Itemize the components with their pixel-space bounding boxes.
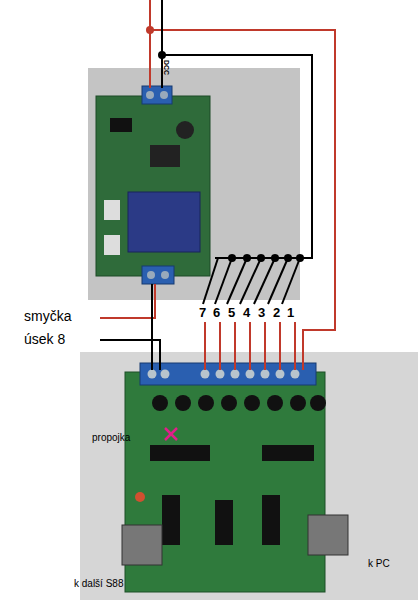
junction-dot bbox=[146, 26, 154, 34]
capacitor bbox=[176, 121, 194, 139]
wire-label: smyčka bbox=[24, 308, 71, 324]
photo-background bbox=[88, 68, 300, 300]
terminal-block bbox=[140, 363, 316, 385]
callout-number: 5 bbox=[228, 305, 235, 320]
screw bbox=[160, 91, 168, 99]
connector-label: k PC bbox=[368, 558, 390, 569]
rj-connector bbox=[308, 515, 348, 555]
terminal-block bbox=[142, 86, 172, 104]
leds bbox=[152, 395, 326, 411]
callout-number: 2 bbox=[273, 305, 280, 320]
component bbox=[150, 145, 180, 167]
screw bbox=[161, 271, 169, 279]
rj-connector bbox=[122, 525, 162, 565]
ic-chip bbox=[262, 445, 314, 461]
callout-number: 7 bbox=[199, 305, 206, 320]
callout-number: 3 bbox=[258, 305, 265, 320]
component bbox=[104, 200, 120, 220]
ic-chip bbox=[110, 118, 132, 132]
cross-mark bbox=[165, 428, 177, 440]
photo-background bbox=[80, 352, 418, 600]
relay bbox=[128, 192, 200, 252]
ic-chip bbox=[215, 500, 233, 545]
screw bbox=[146, 91, 154, 99]
screws bbox=[148, 370, 300, 379]
terminal-block bbox=[142, 266, 174, 284]
ic-chip bbox=[162, 495, 180, 545]
screw bbox=[147, 271, 155, 279]
wires bbox=[100, 0, 335, 370]
callout-number: 4 bbox=[243, 305, 250, 320]
junction-dots bbox=[158, 51, 304, 262]
callout-number: 1 bbox=[287, 305, 294, 320]
led bbox=[135, 492, 145, 502]
terminal-label: DCC bbox=[163, 60, 170, 75]
relay-pcb bbox=[96, 96, 210, 276]
wire-label: úsek 8 bbox=[24, 331, 65, 347]
ic-chip bbox=[150, 445, 210, 461]
component bbox=[104, 235, 120, 255]
ic-chip bbox=[262, 495, 280, 545]
callout-number: 6 bbox=[213, 305, 220, 320]
part-label: propojka bbox=[92, 432, 130, 443]
connector-label: k další S88 bbox=[74, 578, 123, 589]
